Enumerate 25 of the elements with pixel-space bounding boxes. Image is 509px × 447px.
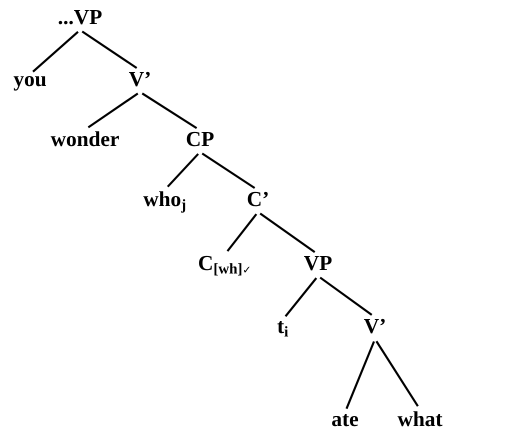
tree-node-label: VP	[304, 256, 332, 270]
branch-line	[82, 30, 138, 69]
tree-node-label: what	[398, 411, 442, 426]
branch-line	[142, 92, 198, 130]
tree-node-label: V’	[364, 318, 385, 334]
branch-line	[226, 213, 258, 252]
branch-line	[346, 341, 375, 410]
tree-node-label: C’	[248, 192, 268, 206]
tree-node-label: V’	[128, 72, 150, 86]
tree-node-label: you	[14, 76, 46, 91]
branch-line	[376, 340, 419, 407]
tree-node-label: t$_{i}$	[277, 321, 288, 336]
branch-line	[320, 276, 372, 316]
branch-line	[88, 92, 138, 128]
tree-node-label: who$_{j}$	[143, 191, 186, 213]
tree-node-label: wonder	[50, 131, 119, 146]
branch-line	[32, 30, 79, 72]
tree-node-label: ate	[332, 414, 358, 426]
tree-node-label: ...VP	[58, 10, 102, 24]
branch-line	[260, 212, 316, 253]
tree-node-label: CP	[186, 132, 214, 146]
branch-line	[166, 153, 199, 188]
branch-line	[284, 277, 318, 317]
branch-line	[202, 152, 256, 189]
tree-node-label: C$_{[wh]✓}$	[199, 256, 250, 276]
